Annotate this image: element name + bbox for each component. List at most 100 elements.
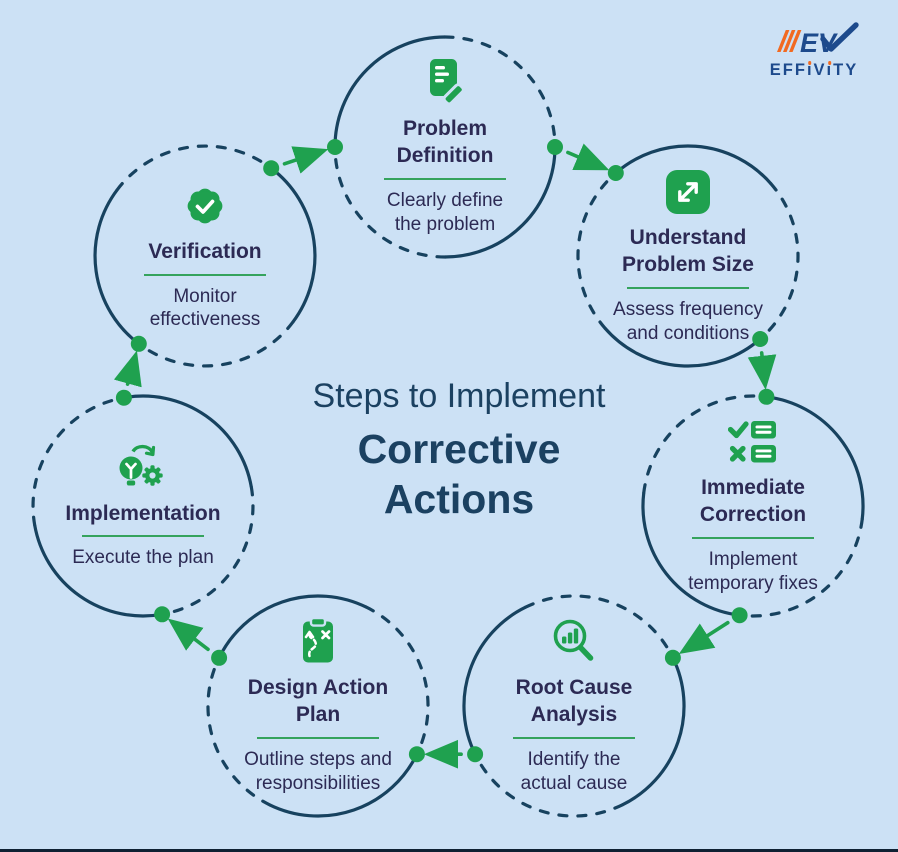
flow-arrow <box>678 620 730 655</box>
checklist-icon <box>728 416 778 468</box>
circle-arc-solid <box>614 144 773 185</box>
brand-letter-i: ı <box>826 61 834 79</box>
circle-arc-dashed <box>758 182 800 341</box>
circle-arc-solid <box>444 146 557 259</box>
step-root-cause-analysis: Root Cause Analysis Identify the actual … <box>464 596 684 816</box>
step-title: Understand Problem Size <box>622 226 754 277</box>
step-title: Root Cause Analysis <box>515 676 633 727</box>
circle-arc-solid <box>217 594 367 659</box>
flow-dot <box>731 607 748 624</box>
circle-arc-solid <box>270 166 317 324</box>
title-line: Steps to Implement <box>312 377 606 415</box>
flow-arrow <box>566 143 610 171</box>
magnifier-chart-icon <box>549 616 599 668</box>
circle-arc-solid <box>333 35 446 148</box>
circle-arc-dashed <box>642 394 768 495</box>
step-subtitle: Implement temporary fixes <box>688 548 818 594</box>
circle-arc-dashed <box>576 171 618 330</box>
strategy-clipboard-icon <box>295 616 341 668</box>
step-underline <box>144 273 266 276</box>
note-edit-icon <box>420 57 470 109</box>
circle-arc-dashed <box>160 485 255 616</box>
circle-arc-dashed <box>31 396 126 527</box>
circle-arc-solid <box>641 492 740 617</box>
flow-dot <box>211 649 228 666</box>
flow-dot <box>547 139 563 155</box>
check-swoosh-icon <box>820 22 859 52</box>
flow-dot <box>263 160 280 177</box>
flow-dot <box>154 606 171 623</box>
badge-check-icon <box>181 180 229 232</box>
flow-dot <box>467 746 484 763</box>
step-underline <box>513 736 635 739</box>
flow-arrow <box>113 350 142 388</box>
flow-arrow <box>282 146 329 174</box>
step-design-action-plan: Design Action Plan Outline steps and res… <box>208 596 428 816</box>
step-title: Design Action Plan <box>247 676 389 727</box>
brand-letter: Y <box>845 61 859 79</box>
bulb-gear-icon <box>116 442 170 494</box>
circle-arc-solid <box>93 188 140 346</box>
step-subtitle: Execute the plan <box>72 547 214 569</box>
brand-letter: V <box>813 61 827 79</box>
title-emphasis: Corrective Actions <box>357 425 561 522</box>
step-title: Immediate Correction <box>699 476 807 527</box>
step-underline <box>692 536 814 539</box>
brand-letter: F <box>794 61 807 79</box>
flow-dot <box>115 389 132 406</box>
step-verification: Verification Monitor effectiveness <box>95 146 315 366</box>
step-implementation: Implementation Execute the plan <box>33 396 253 616</box>
flow-arrow <box>167 618 210 652</box>
circle-arc-dashed <box>443 35 557 149</box>
step-underline <box>627 286 749 289</box>
step-underline <box>257 736 379 739</box>
flow-dot <box>752 331 769 347</box>
flow-dot <box>408 746 425 763</box>
circle-arc-dashed <box>364 605 430 756</box>
circle-arc-solid <box>621 657 686 807</box>
flow-arrow <box>747 351 777 390</box>
flow-dot <box>130 335 147 352</box>
ev-mark-text: EV <box>800 28 838 58</box>
brand-letter: T <box>833 61 846 79</box>
brand-letter: F <box>782 61 795 79</box>
circle-arc-dashed <box>738 517 864 618</box>
bottom-border <box>0 849 898 852</box>
step-subtitle: Outline steps and responsibilities <box>244 748 392 794</box>
circle-arc-solid <box>269 753 419 818</box>
circle-arc-dashed <box>115 144 273 192</box>
step-problem-definition: Problem Definition Clearly define the pr… <box>335 37 555 257</box>
step-subtitle: Identify the actual cause <box>520 748 628 794</box>
brand-letter: E <box>769 61 783 79</box>
step-subtitle: Clearly define the problem <box>386 189 504 235</box>
circle-arc-dashed <box>137 320 295 368</box>
step-title: Problem Definition <box>396 117 494 168</box>
circle-arc-dashed <box>524 594 675 660</box>
flow-dot <box>758 388 775 405</box>
circle-arc-dashed <box>206 656 272 807</box>
circle-arc-dashed <box>473 752 624 818</box>
circle-arc-solid <box>766 395 865 520</box>
center-title: Steps to Implement Corrective Actions <box>239 376 679 524</box>
flow-dot <box>664 649 681 666</box>
circle-arc-solid <box>462 605 527 755</box>
step-title: Verification <box>148 239 262 263</box>
circle-arc-solid <box>603 327 762 368</box>
step-subtitle: Assess frequency and conditions <box>613 298 763 344</box>
expand-icon <box>665 166 711 218</box>
step-underline <box>82 535 204 538</box>
brand-letter-i: ı <box>806 61 814 79</box>
step-understand-problem-size: Understand Problem Size Assess frequency… <box>578 146 798 366</box>
flow-dot <box>327 139 343 155</box>
step-underline <box>384 177 506 180</box>
circle-arc-solid <box>33 524 163 618</box>
ev-logo-icon: EV <box>777 22 859 58</box>
step-subtitle: Monitor effectiveness <box>149 285 261 331</box>
step-immediate-correction: Immediate Correction Implement temporary… <box>643 396 863 616</box>
flow-dot <box>607 165 624 181</box>
step-title: Implementation <box>65 501 221 525</box>
